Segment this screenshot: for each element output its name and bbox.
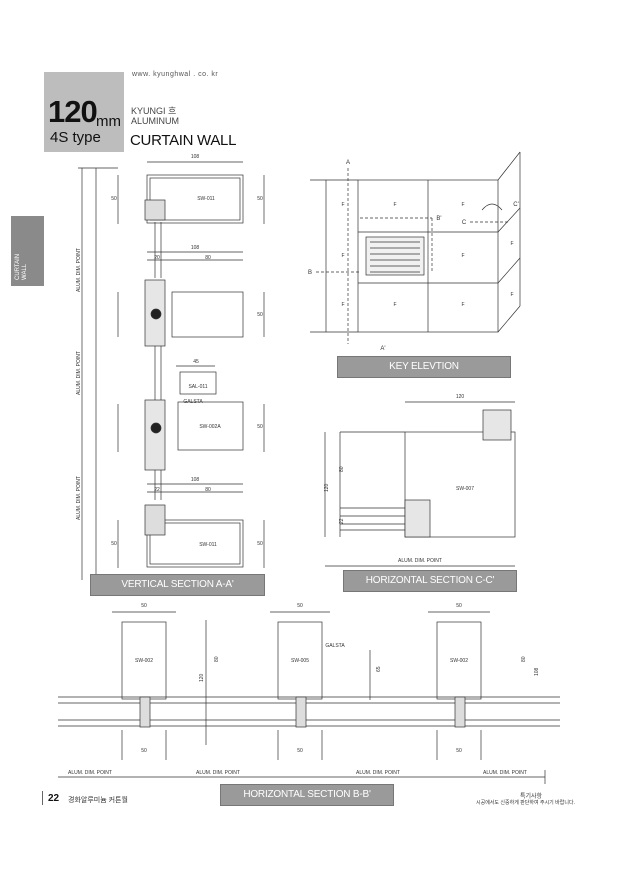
label-vertical-section: VERTICAL SECTION A-A': [90, 574, 265, 596]
alum-dim-point-vertical: ALUM. DIM. POINT: [76, 351, 82, 395]
section-mark: B: [308, 270, 312, 276]
frame-label: F: [461, 302, 464, 308]
footer-note: 시공에서도 신중하게 판단하여 주시기 바랍니다.: [476, 800, 575, 806]
section-mark: C': [513, 202, 518, 208]
frame-label: F: [341, 253, 344, 259]
dim-label: 80: [205, 255, 211, 261]
dim-label: 50: [257, 424, 263, 430]
side-tab[interactable]: CURTAIN WALL: [11, 216, 44, 286]
size-number: 120: [48, 94, 98, 129]
dim-label: 50: [456, 603, 462, 609]
section-mark: B': [436, 216, 441, 222]
dim-label: 65: [376, 666, 382, 672]
dim-label: 50: [141, 603, 147, 609]
dim-label: 108: [191, 154, 200, 160]
brand-line-1: KYUNGI 흐: [131, 106, 177, 116]
frame-label: F: [461, 253, 464, 259]
alum-dim-point: ALUM. DIM. POINT: [356, 770, 400, 776]
dim-label: 120: [199, 673, 205, 682]
part-label: SW-011: [199, 542, 217, 548]
part-label: SW-007: [456, 486, 474, 492]
part-label: GALSTA: [325, 643, 345, 649]
dim-label: 50: [297, 603, 303, 609]
frame-label: F: [393, 202, 396, 208]
dim-label: 45: [193, 359, 199, 365]
brand-name: KYUNGI 흐 ALUMINUM: [131, 106, 179, 126]
size-badge: [44, 72, 124, 152]
alum-dim-point: ALUM. DIM. POINT: [196, 770, 240, 776]
frame-label: F: [393, 302, 396, 308]
dim-label: 80: [521, 656, 527, 662]
dim-label: 22: [339, 518, 345, 524]
dim-label: 108: [191, 477, 200, 483]
alum-dim-point-vertical: ALUM. DIM. POINT: [76, 476, 82, 520]
frame-label: F: [510, 292, 513, 298]
size-unit: mm: [96, 113, 121, 130]
part-label: SW-011: [197, 196, 215, 202]
dim-label: 108: [534, 667, 540, 676]
dim-label: 50: [257, 196, 263, 202]
dim-label: 120: [324, 483, 330, 492]
part-label: SW-002: [135, 658, 153, 664]
page-number: 22: [48, 793, 60, 804]
type-label: 4S type: [50, 129, 101, 146]
frame-label: F: [341, 302, 344, 308]
dim-label: 50: [111, 541, 117, 547]
dim-label: 50: [111, 196, 117, 202]
dim-label: 80: [339, 466, 345, 472]
part-label: SW-005: [291, 658, 309, 664]
section-mark: A: [346, 160, 350, 166]
part-label: SW-002A: [199, 424, 221, 430]
dim-label: 22: [154, 487, 160, 493]
footer-text: 경화알루미늄 커튼월: [68, 797, 128, 804]
alum-dim-point-vertical: ALUM. DIM. POINT: [76, 248, 82, 292]
dim-label: 50: [141, 748, 147, 754]
dim-label: 80: [205, 487, 211, 493]
footer-divider: [42, 791, 43, 805]
alum-dim-point: ALUM. DIM. POINT: [398, 558, 442, 564]
section-mark: A': [380, 346, 385, 352]
part-label: SW-002: [450, 658, 468, 664]
alum-dim-point: ALUM. DIM. POINT: [68, 770, 112, 776]
website-url[interactable]: www. kyunghwal . co. kr: [132, 71, 219, 78]
alum-dim-point: ALUM. DIM. POINT: [483, 770, 527, 776]
frame-label: F: [461, 202, 464, 208]
dim-label: 80: [214, 656, 220, 662]
dim-label: 108: [191, 245, 200, 251]
section-mark: C: [462, 220, 467, 226]
dim-label: 50: [257, 312, 263, 318]
frame-label: F: [510, 241, 513, 247]
label-horizontal-section-cc: HORIZONTAL SECTION C-C': [343, 570, 517, 592]
dim-label: 50: [297, 748, 303, 754]
footer-note-title: 특기사항: [520, 794, 543, 800]
dim-label: 120: [456, 394, 465, 400]
dim-label: 50: [257, 541, 263, 547]
page-title: CURTAIN WALL: [130, 132, 237, 149]
part-label: GALSTA: [183, 399, 203, 405]
frame-label: F: [341, 202, 344, 208]
label-key-elevation: KEY ELEVTION: [337, 356, 511, 378]
dim-label: 20: [154, 255, 160, 261]
label-horizontal-section-bb: HORIZONTAL SECTION B-B': [220, 784, 394, 806]
dim-label: 50: [456, 748, 462, 754]
brand-line-2: ALUMINUM: [131, 116, 180, 126]
part-label: SAL-011: [188, 384, 207, 390]
